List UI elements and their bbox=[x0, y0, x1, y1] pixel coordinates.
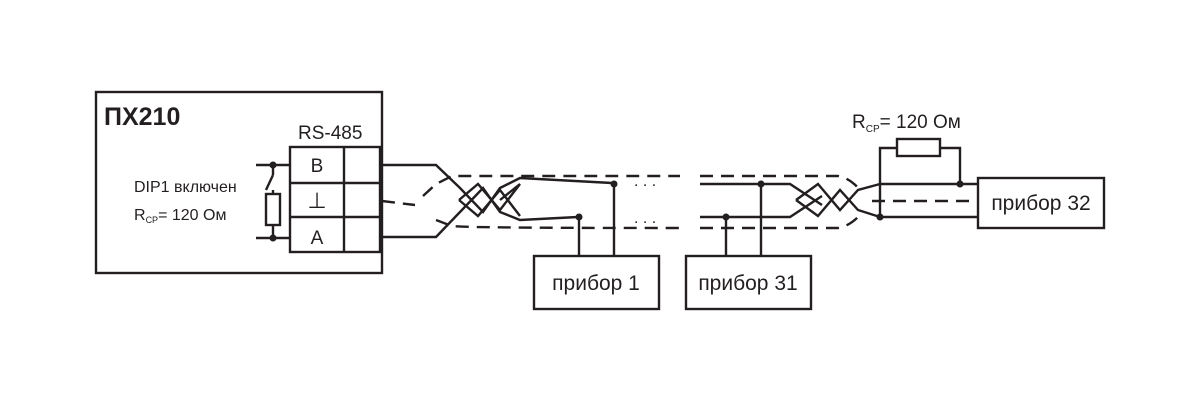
cable-middle bbox=[700, 174, 861, 230]
device-1-label: прибор 1 bbox=[552, 272, 640, 295]
device-31-label: прибор 31 bbox=[698, 272, 797, 295]
controller-resistor-icon bbox=[264, 192, 282, 227]
controller-box bbox=[94, 90, 384, 275]
termination-switch bbox=[256, 163, 290, 194]
twist-right bbox=[795, 182, 881, 219]
dip-label: DIP1 включен bbox=[134, 179, 237, 196]
end-resistor-icon bbox=[895, 137, 942, 158]
end-resistor-leads bbox=[878, 146, 962, 217]
terminal-a-label: A bbox=[311, 228, 324, 249]
twist-left bbox=[458, 182, 521, 218]
gap-marker-top: . . . bbox=[634, 173, 656, 190]
interface-label: RS-485 bbox=[298, 123, 362, 144]
device-32-label: прибор 32 bbox=[991, 192, 1090, 215]
terminal-ground-label: ⊥ bbox=[307, 188, 326, 213]
gap-marker-bottom: . . . bbox=[634, 210, 656, 227]
device-31-box bbox=[684, 254, 813, 311]
cable-right bbox=[872, 182, 978, 219]
end-resistor-label: RСР= 120 Ом bbox=[852, 112, 961, 135]
device-32-box bbox=[976, 176, 1106, 230]
controller-resistor-label: RСР= 120 Ом bbox=[134, 207, 226, 225]
terminal-block bbox=[288, 145, 382, 254]
device-1-box bbox=[532, 254, 661, 311]
cable-left bbox=[381, 163, 681, 239]
controller-name: ПХ210 bbox=[104, 103, 180, 131]
terminal-b-label: B bbox=[311, 156, 324, 177]
